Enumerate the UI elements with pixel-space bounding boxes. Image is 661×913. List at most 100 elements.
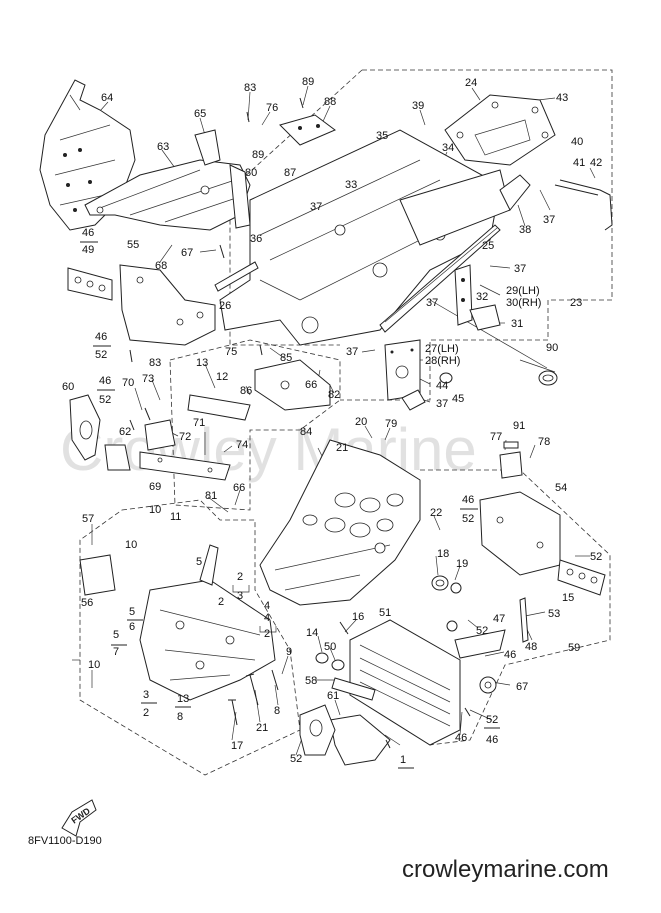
callout: 89 (252, 149, 264, 161)
callout: 79 (385, 418, 397, 430)
callout: 74 (236, 439, 248, 451)
callout: 86 (240, 385, 252, 397)
callout: 28(RH) (425, 355, 460, 367)
callout: 83 (149, 357, 161, 369)
drawing-code: 8FV1100-D190 (28, 835, 102, 847)
group-outline-1 (79, 499, 301, 776)
callout: 46 (455, 732, 467, 744)
callout: 39 (412, 100, 424, 112)
callout: 70 (122, 377, 134, 389)
group-outline-84 (169, 339, 341, 511)
bolts (129, 97, 471, 749)
part-55-bracket (119, 264, 216, 346)
callout: 71 (193, 417, 205, 429)
callout: 34 (442, 142, 454, 154)
callout: 46 (504, 649, 516, 661)
callout: 65 (194, 108, 206, 120)
part-29-30-bracket (454, 264, 473, 326)
callout: 57 (82, 513, 94, 525)
callout: 72 (179, 431, 191, 443)
callout: 59 (568, 642, 580, 654)
part-40-bar (554, 179, 613, 231)
part-32-clip (469, 304, 501, 331)
callout: 75 (225, 346, 237, 358)
callout: 66 (305, 379, 317, 391)
callout: 88 (324, 96, 336, 108)
callout: 22 (430, 507, 442, 519)
callout: 52 (99, 394, 111, 406)
callout: 91 (513, 420, 525, 432)
callout: 37 (310, 201, 322, 213)
callout: 12 (216, 371, 228, 383)
part-44-45-hardware (401, 372, 453, 411)
callout: 40 (571, 136, 583, 148)
callout: 38 (519, 224, 531, 236)
callout: 37 (346, 346, 358, 358)
part-58-cap (479, 676, 497, 694)
callout: 1 (400, 754, 406, 766)
callout: 90 (546, 342, 558, 354)
callout: 13 (196, 357, 208, 369)
callout: 73 (142, 373, 154, 385)
callout: 53 (548, 608, 560, 620)
callout: 41 (573, 157, 585, 169)
callout: 20 (355, 416, 367, 428)
part-56-bracket (79, 554, 116, 596)
callout: 84 (300, 426, 312, 438)
part-25-rail (379, 224, 501, 333)
site-url[interactable]: crowleymarine.com (402, 856, 609, 883)
callout: 2 (143, 707, 149, 719)
part-84-plate (254, 359, 331, 411)
callout: 60 (62, 381, 74, 393)
callout: 68 (155, 260, 167, 272)
part-1-front-frame (139, 544, 276, 701)
part-18-19-bearing (431, 575, 462, 594)
callout: 37 (543, 214, 555, 226)
callout: 54 (555, 482, 567, 494)
group-outline-46-lower (399, 469, 611, 746)
part-77-bracket (499, 441, 523, 479)
callout: 46 (99, 375, 111, 387)
callout: 35 (376, 130, 388, 142)
callout: 85 (280, 352, 292, 364)
callout: 3 (143, 689, 149, 701)
part-72-bracket (139, 419, 231, 481)
callout: 77 (490, 431, 502, 443)
callout: 10 (88, 659, 100, 671)
callout: 76 (266, 102, 278, 114)
callout: 2 (237, 571, 243, 583)
part-14-cooler (349, 619, 461, 746)
callout: 14 (306, 627, 318, 639)
callout: 21 (256, 722, 268, 734)
callout: 30(RH) (506, 297, 541, 309)
callout: 67 (181, 247, 193, 259)
callout-labels: 64 65 83 76 89 88 24 43 39 35 34 40 41 4… (62, 76, 602, 769)
callout: 44 (436, 380, 448, 392)
callout: 62 (119, 426, 131, 438)
callout: 89 (302, 76, 314, 88)
callout: 46 (486, 734, 498, 746)
callout: 5 (113, 629, 119, 641)
callout: 13 (177, 693, 189, 705)
part-54-bracket (479, 491, 561, 576)
part-27-28-plate (384, 339, 421, 401)
callout: 17 (231, 740, 243, 752)
callout: 45 (452, 393, 464, 405)
part-38-bracket (499, 174, 531, 211)
part-88-plate (279, 114, 336, 146)
callout: 69 (149, 481, 161, 493)
part-49-plate (67, 267, 113, 301)
part-24-top-plate (444, 94, 556, 166)
callout: 51 (379, 607, 391, 619)
part-59-bracket (329, 714, 391, 766)
callout: 47 (493, 613, 505, 625)
part-main-frame (219, 129, 511, 346)
callout: 55 (127, 239, 139, 251)
callout: 58 (305, 675, 317, 687)
callout: 7 (113, 646, 119, 658)
callout: 9 (286, 646, 292, 658)
callout: 19 (456, 558, 468, 570)
callout: 56 (81, 597, 93, 609)
callout: 2 (264, 628, 270, 640)
